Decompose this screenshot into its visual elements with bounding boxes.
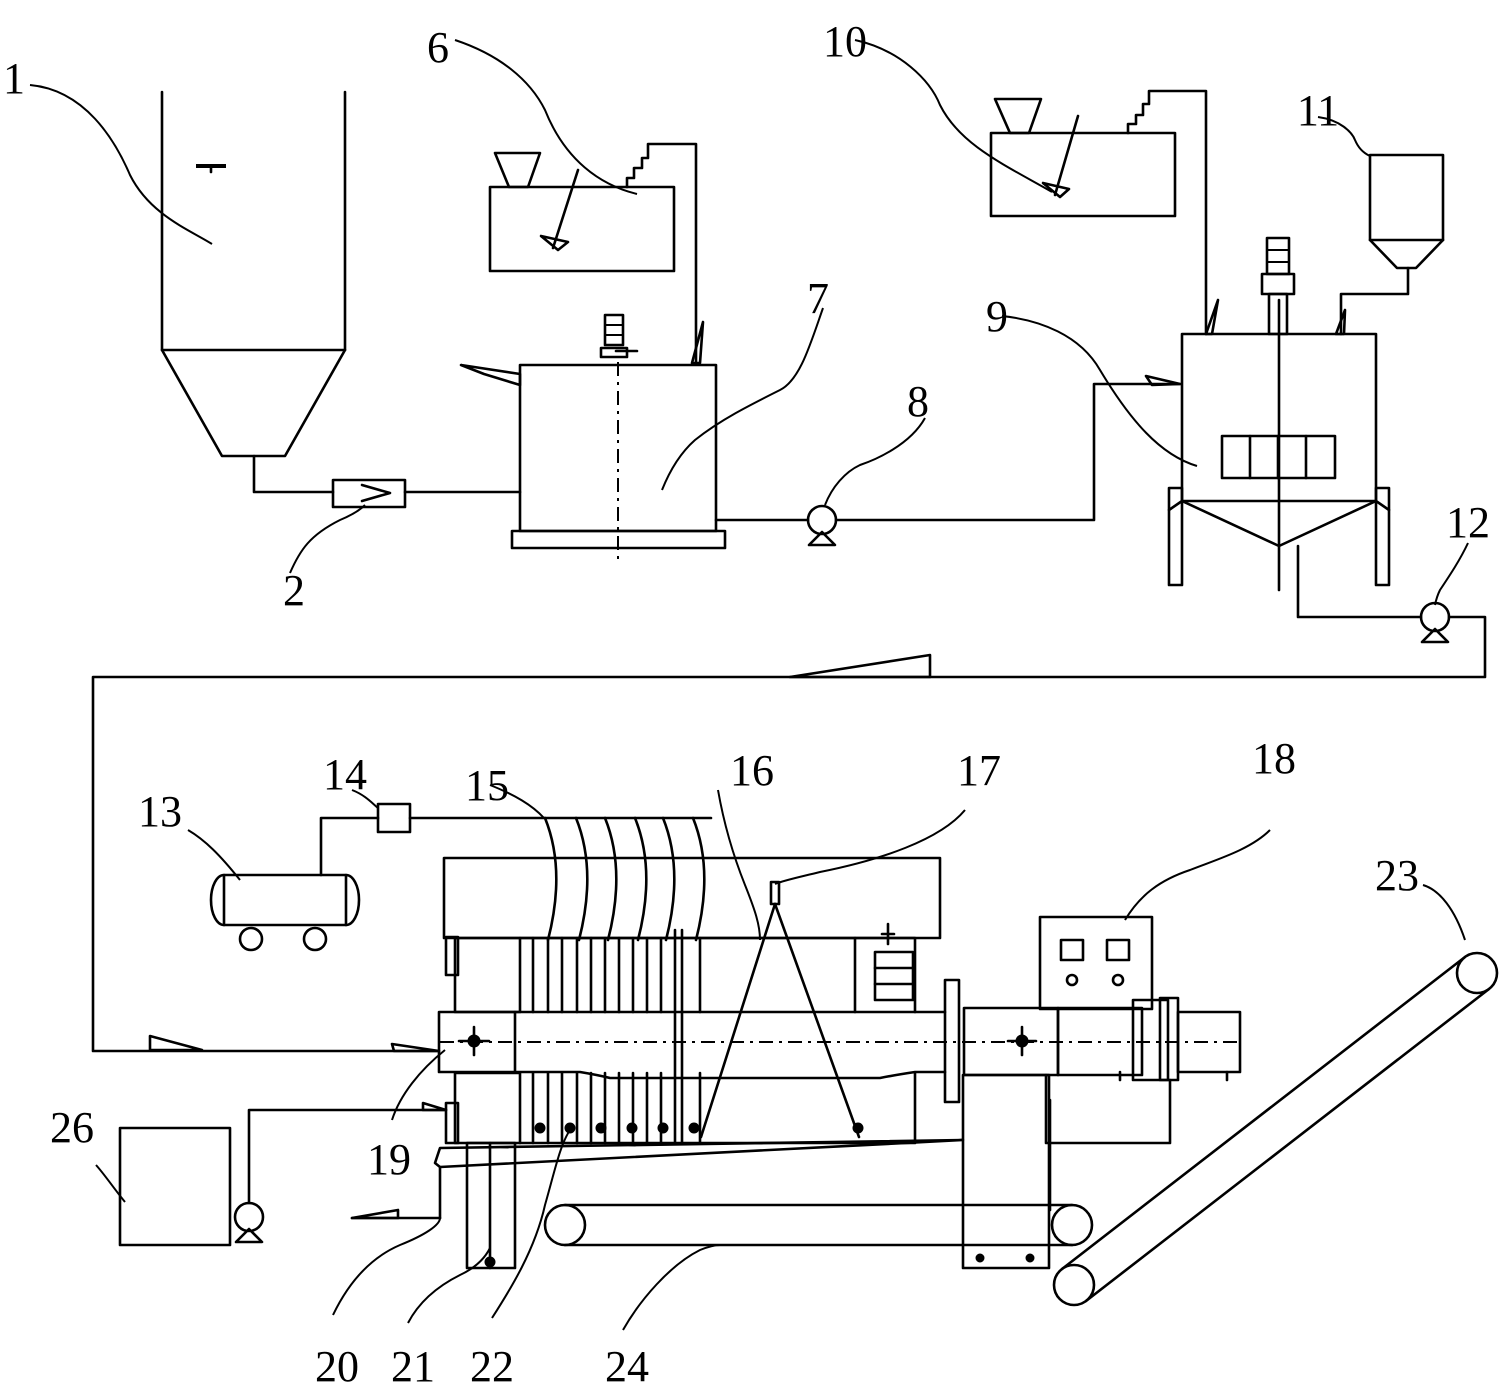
label-19: 19 [367, 1135, 411, 1184]
label-13: 13 [138, 787, 182, 836]
feed-pipe [252, 454, 522, 494]
label-20: 20 [315, 1342, 359, 1389]
dosing-box-6 [488, 142, 705, 365]
label-23: 24 [605, 1342, 649, 1389]
wash-tank-26 [118, 1101, 448, 1247]
label-22: 22 [470, 1342, 514, 1389]
press-upper-frame [442, 856, 942, 940]
label-24: 23 [1375, 851, 1419, 900]
label-7: 7 [807, 274, 829, 323]
air-tank-13 [209, 816, 380, 952]
mixing-tank-7 [459, 313, 810, 562]
pump-8 [806, 374, 1182, 547]
main-beam [437, 978, 1242, 1104]
label-1: 1 [3, 54, 25, 103]
label-18: 18 [1252, 734, 1296, 783]
filter-plates [444, 922, 917, 1145]
reactor-9 [1167, 236, 1423, 619]
label-10: 10 [823, 17, 867, 66]
small-hopper-11 [1334, 153, 1445, 336]
dosing-box-10 [989, 89, 1220, 336]
belt-conveyor-23 [543, 1203, 1094, 1247]
label-8: 8 [907, 377, 929, 426]
label-21: 21 [391, 1342, 435, 1389]
label-12: 12 [1446, 498, 1490, 547]
valve-box-14 [376, 802, 713, 834]
control-cabinet-18 [1038, 915, 1172, 1145]
hanger-17 [699, 880, 861, 1139]
label-14: 14 [323, 750, 367, 799]
inclined-conveyor-24 [1052, 951, 1499, 1307]
storage-silo [160, 90, 347, 458]
filtrate-outlet-20 [350, 1208, 442, 1220]
pump-12 [91, 601, 1487, 1053]
label-11: 11 [1297, 86, 1339, 135]
screw-feeder [331, 478, 407, 509]
press-support [433, 1073, 1052, 1270]
label-15: 15 [465, 761, 509, 810]
label-16: 16 [730, 746, 774, 795]
hoses-15 [543, 816, 706, 942]
number-labels: 1 2 6 7 8 9 10 11 12 13 14 15 16 17 18 2… [3, 17, 1490, 1389]
label-26: 26 [50, 1103, 94, 1152]
label-17: 17 [957, 746, 1001, 795]
label-6: 6 [427, 23, 449, 72]
label-2: 2 [283, 566, 305, 615]
leader-lines [29, 39, 1469, 1331]
label-9: 9 [986, 292, 1008, 341]
